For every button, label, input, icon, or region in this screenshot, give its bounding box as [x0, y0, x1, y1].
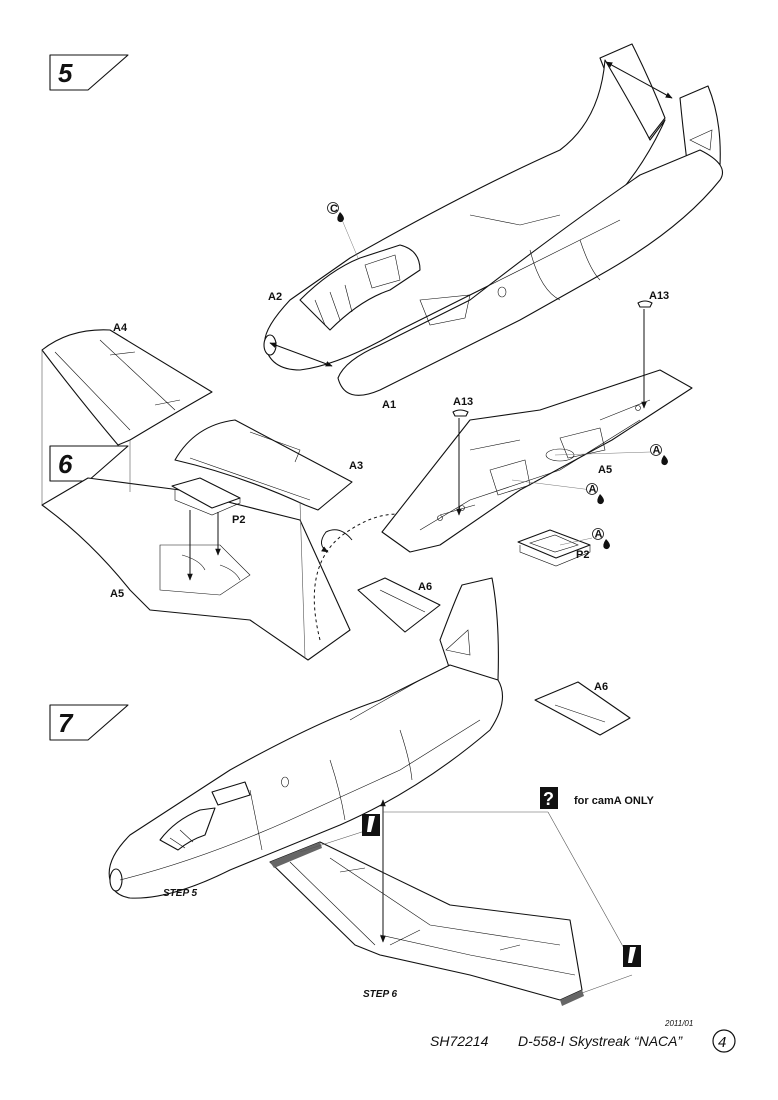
footer-title: D-558-I Skystreak “NACA”: [518, 1033, 683, 1049]
step-6-wings: [41, 329, 411, 661]
glue-drop-icon: [661, 455, 668, 466]
footer-kit-code: SH72214: [430, 1033, 489, 1049]
question-badge-icon: [540, 787, 558, 809]
glue-drop-icon: [337, 212, 344, 223]
label-a6-right: A6: [594, 681, 608, 693]
label-a5-right: A5: [598, 464, 612, 476]
step-6-number: 6: [58, 449, 73, 479]
step-6-lower-wing-interior: [381, 300, 693, 567]
label-a2: A2: [268, 291, 282, 303]
step-5-fuselage: [263, 43, 724, 396]
label-a5-left: A5: [110, 588, 124, 600]
label-a13-left: A13: [453, 396, 473, 408]
glue-marker-a-2: A: [586, 483, 604, 505]
glue-marker-c: C: [327, 202, 344, 223]
note-for-cam-a: ? for camA ONLY: [540, 787, 655, 809]
label-a4: A4: [113, 322, 128, 334]
glue-drop-icon: [603, 539, 610, 550]
svg-text:A: A: [589, 484, 597, 496]
footer-date: 2011/01: [664, 1019, 693, 1028]
step-5-header: 5: [49, 54, 129, 91]
step-6-reference: STEP 6: [363, 989, 398, 1000]
glue-drop-icon: [597, 494, 604, 505]
step-6-header: 6: [49, 445, 129, 482]
label-p2-right: P2: [576, 549, 589, 561]
step-5-number: 5: [58, 58, 73, 88]
label-a3: A3: [349, 460, 363, 472]
label-a1: A1: [382, 399, 396, 411]
footer: 2011/01 SH72214 D-558-I Skystreak “NACA”…: [430, 1019, 736, 1053]
svg-text:?: ?: [543, 789, 554, 809]
marker-flag-1: [362, 814, 380, 836]
page-number: 4: [718, 1034, 726, 1051]
glue-marker-a-3: A: [592, 528, 610, 550]
svg-text:A: A: [653, 445, 661, 457]
step-7-header: 7: [49, 704, 129, 741]
label-a13-right: A13: [649, 290, 669, 302]
step-7-aircraft: [108, 577, 633, 1006]
svg-text:C: C: [330, 203, 338, 215]
label-a6-top: A6: [418, 581, 432, 593]
step-7-number: 7: [58, 708, 74, 738]
note-text: for camA ONLY: [574, 795, 655, 807]
marker-flag-2: [623, 945, 641, 967]
glue-marker-a-1: A: [650, 444, 668, 466]
svg-text:A: A: [595, 529, 603, 541]
page-number-circle: [712, 1029, 736, 1053]
step-5-reference: STEP 5: [163, 888, 198, 899]
rotate-arrow-icon: [321, 529, 353, 553]
label-p2-left: P2: [232, 514, 245, 526]
